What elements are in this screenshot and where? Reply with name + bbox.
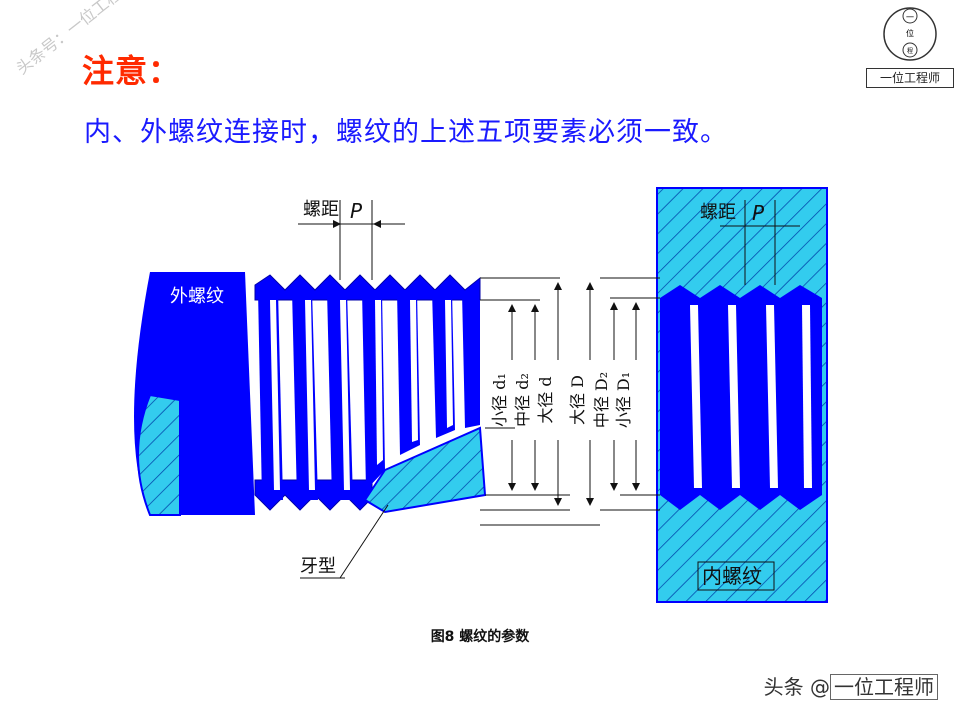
figure-caption: 图8 螺纹的参数 — [430, 629, 530, 645]
footer-prefix: 头条 @ — [763, 675, 830, 699]
heading: 注意： — [82, 52, 182, 90]
internal-thread-label: 内螺纹 — [702, 564, 762, 588]
thread-profile-section — [363, 426, 487, 514]
external-thread — [134, 272, 481, 516]
dim-major-d: 大径 d — [536, 376, 555, 423]
dim-pitch-d2: 中径 d₂ — [513, 373, 532, 427]
pitch-label-left: 螺距 — [303, 199, 339, 220]
internal-thread-label-box — [697, 561, 775, 591]
dim-minor-d1: 小径 d₁ — [490, 373, 509, 427]
profile-label: 牙型 — [300, 556, 336, 577]
dim-minor-D1: 小径 D₁ — [614, 372, 633, 428]
footer-handle: 一位工程师 — [830, 674, 938, 700]
logo-mark: 一 位 程 — [883, 7, 937, 61]
logo: 一 位 程 一位工程师 — [866, 2, 954, 88]
logo-char-2: 位 — [906, 28, 914, 38]
internal-thread — [656, 187, 828, 603]
pitch-symbol-left: P — [350, 199, 363, 223]
external-thread-label: 外螺纹 — [170, 286, 224, 307]
dim-major-D: 大径 D — [568, 375, 587, 425]
logo-char-1: 一 — [906, 13, 914, 22]
logo-label: 一位工程师 — [866, 68, 954, 88]
footer-credit: 头条 @一位工程师 — [764, 671, 938, 700]
dim-pitch-D2: 中径 D₂ — [592, 372, 611, 428]
pitch-label-right: 螺距 — [700, 202, 736, 223]
subtitle: 内、外螺纹连接时，螺纹的上述五项要素必须一致。 — [84, 117, 728, 148]
logo-char-3: 程 — [907, 47, 913, 55]
pitch-symbol-right: P — [752, 201, 765, 225]
